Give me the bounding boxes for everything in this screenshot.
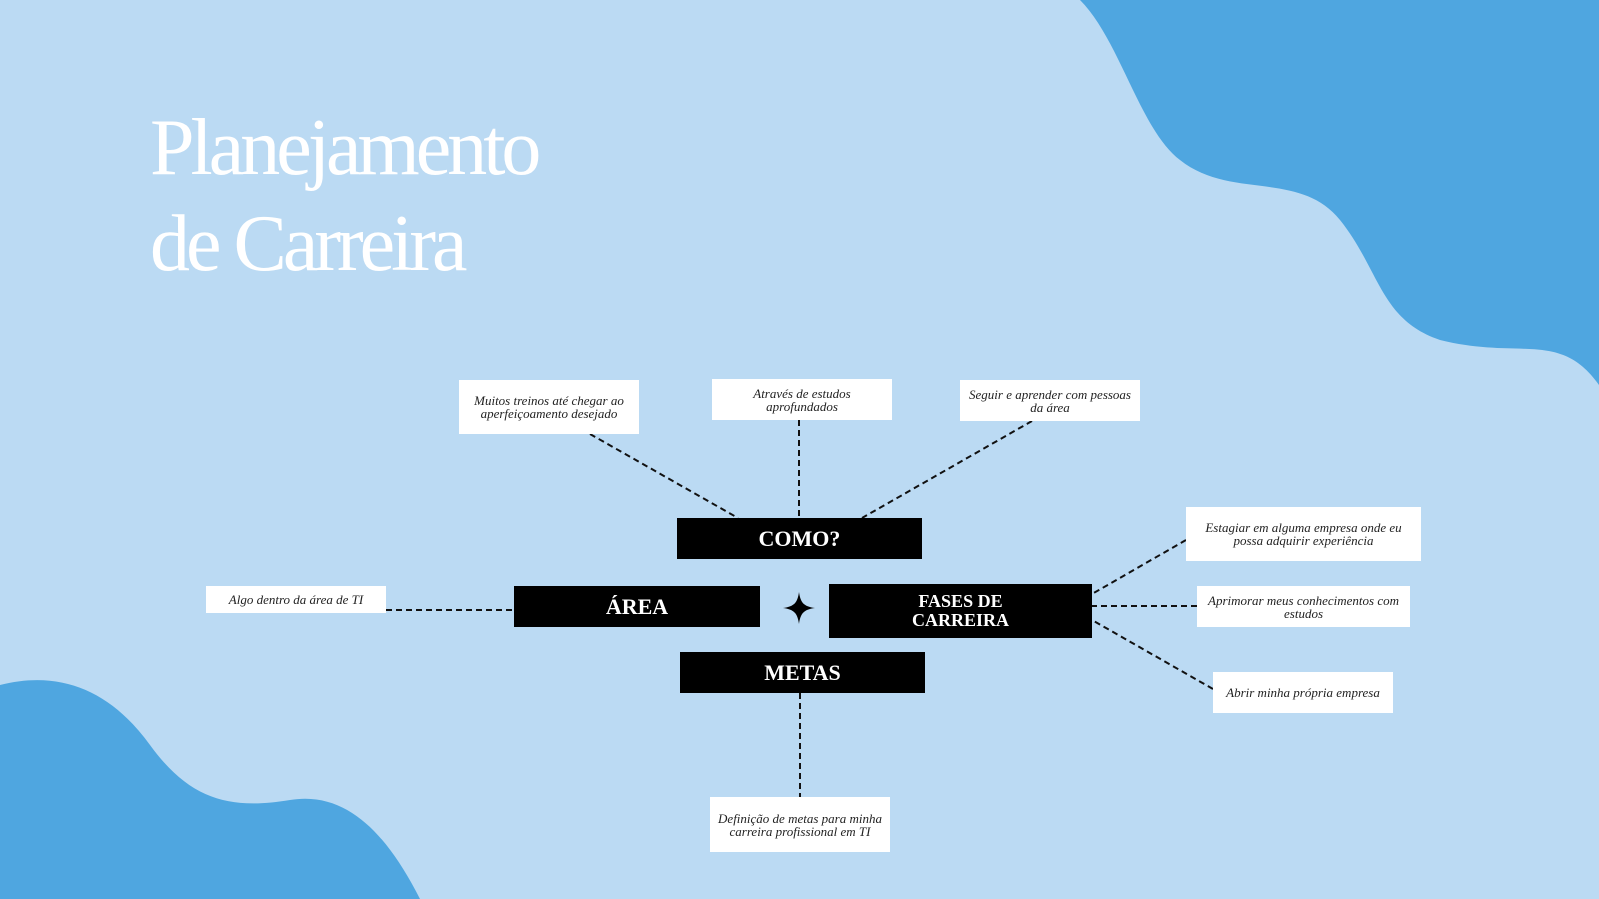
hub-metas: METAS [680,652,925,693]
note-fases-aprimorar: Aprimorar meus conhecimentos com estudos [1197,586,1410,627]
four-point-star-icon [783,592,815,624]
note-como-estudos: Através de estudos aprofundados [712,379,892,420]
note-como-treinos: Muitos treinos até chegar ao aperfeiçoam… [459,380,639,434]
note-metas-definicao: Definição de metas para minha carreira p… [710,797,890,852]
hub-fases-de-carreira: FASES DE CARREIRA [829,584,1092,638]
connector-como-1 [589,433,739,519]
note-fases-estagiar: Estagiar em alguma empresa onde eu possa… [1186,507,1421,561]
connector-fases-3 [1091,619,1214,690]
bottom-left-blob [0,680,420,899]
hub-fases-line-2: CARREIRA [911,610,1009,630]
hub-area: ÁREA [514,586,760,627]
note-area-ti: Algo dentro da área de TI [206,586,386,613]
title-line-2: de Carreira [150,200,468,288]
top-right-blob [1080,0,1599,385]
connector-como-3 [861,420,1033,519]
title-line-1: Planejamento [150,104,541,192]
connector-fases-1 [1091,539,1187,595]
hub-como: COMO? [677,518,922,559]
note-fases-empresa: Abrir minha própria empresa [1213,672,1393,713]
note-como-pessoas: Seguir e aprender com pessoas da área [960,380,1140,421]
page-title: Planejamento de Carreira [150,100,541,292]
hub-fases-line-1: FASES DE [918,591,1003,611]
